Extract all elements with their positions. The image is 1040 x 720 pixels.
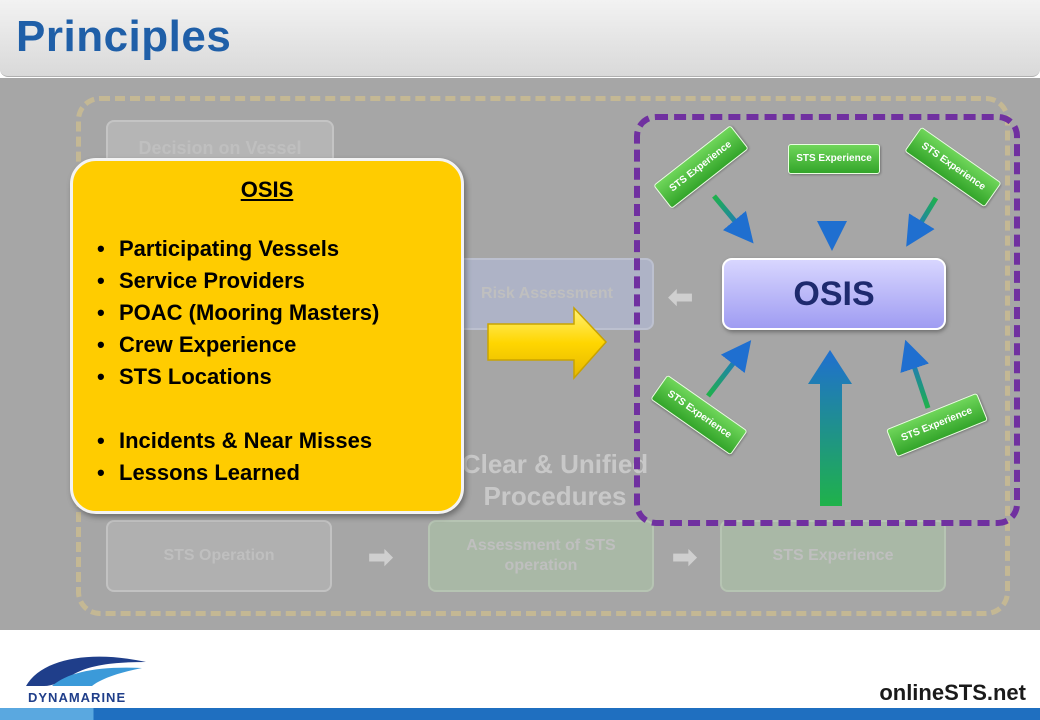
osis-center-box: OSIS	[722, 258, 946, 330]
osis-list-item: Incidents & Near Misses	[97, 425, 379, 457]
sts-experience-tag: STS Experience	[788, 144, 880, 174]
right-arrow-icon	[487, 306, 608, 380]
right-arrow-icon: ➡	[368, 541, 394, 574]
dynamarine-logo-icon	[26, 656, 146, 686]
osis-card-title: OSIS	[240, 177, 294, 202]
website-label: onlineSTS.net	[879, 680, 1026, 705]
footer	[0, 632, 1040, 720]
page-title: Principles	[16, 12, 232, 61]
procedures-label: Clear & Unified Procedures	[461, 449, 649, 511]
left-arrow-icon: ⬅	[668, 281, 694, 314]
osis-list-item: Service Providers	[97, 265, 379, 297]
right-arrow-icon: ➡	[672, 541, 698, 574]
dynamarine-logo-text: DYNAMARINE	[28, 690, 127, 705]
osis-list-item: STS Locations	[97, 361, 379, 393]
osis-dashed-frame	[634, 114, 1020, 526]
osis-item-list: Participating Vessels Service Providers …	[97, 233, 379, 489]
risk-assessment-box: Risk Assessment	[440, 258, 654, 330]
title-bar: Principles	[0, 0, 1040, 77]
osis-info-card: OSIS Participating Vessels Service Provi…	[70, 158, 464, 514]
sts-operation-box: STS Operation	[106, 520, 332, 592]
footer-stripe	[0, 708, 1040, 720]
osis-list-item: Lessons Learned	[97, 457, 379, 489]
sts-experience-box: STS Experience	[720, 520, 946, 592]
osis-list-item: Crew Experience	[97, 329, 379, 361]
osis-list-item: POAC (Mooring Masters)	[97, 297, 379, 329]
osis-list-item: Participating Vessels	[97, 233, 379, 265]
assessment-box: Assessment of STS operation	[428, 520, 654, 592]
